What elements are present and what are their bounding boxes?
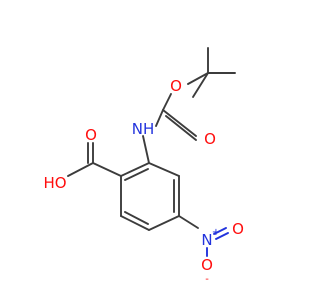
bond-ring-4 [148, 215, 180, 231]
bond-nitro-o-top-1 [213, 227, 227, 235]
structure-svg: O O NH O HO N + O O - [43, 47, 244, 285]
bond-ring-1 [120, 162, 150, 177]
molecule-canvas: O O NH O HO N + O O - [43, 47, 244, 285]
nitro-nitrogen-label: N [201, 231, 212, 249]
acid-carbonyl-oxygen-label: O [85, 126, 97, 144]
hydroxyl-label: HO [43, 174, 66, 192]
bond-carbonyl-co-1 [162, 109, 197, 137]
nitro-nitrogen-charge: + [212, 227, 220, 238]
nitro-oxygen-top-label: O [232, 220, 244, 238]
atom-labels: O O NH O HO N + O O - [43, 77, 243, 285]
bond-tbu-o [187, 72, 209, 85]
bond-ring-3b [124, 211, 149, 225]
bond-carbonyl-co-2 [165, 115, 197, 141]
bonds [67, 47, 236, 257]
bond-ring-1b [124, 168, 149, 181]
bond-o-carbonyl [162, 93, 172, 111]
bond-ring-6 [148, 162, 180, 177]
bond-ring-nitro [178, 215, 199, 229]
boc-carbonyl-oxygen-label: O [204, 130, 216, 148]
amide-nh-label: NH [132, 120, 155, 138]
bond-ring-3 [120, 215, 150, 231]
bond-cooh-oh [67, 162, 94, 177]
nitro-oxygen-bottom-label: O [201, 256, 213, 274]
bond-ring-cooh [92, 162, 122, 177]
bond-nitro-o-top-2 [215, 232, 229, 240]
nitro-oxygen-charge: - [205, 274, 209, 285]
boc-ether-oxygen-label: O [170, 77, 182, 95]
bond-carbonyl-n [155, 109, 164, 127]
bond-n-ring [142, 135, 150, 164]
bond-tbu-c3 [192, 72, 209, 98]
